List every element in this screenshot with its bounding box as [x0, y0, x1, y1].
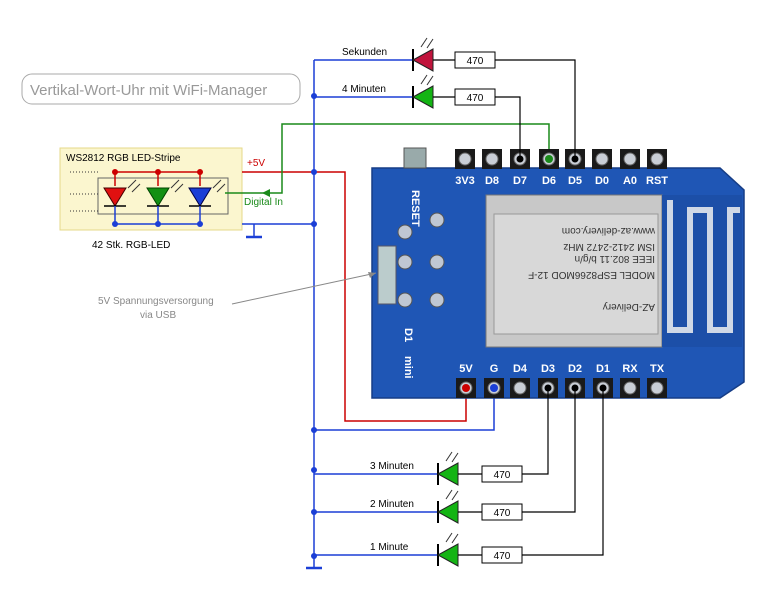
pin-label: D0 — [595, 175, 609, 187]
pin-label: D1 — [596, 363, 610, 375]
pin-label: D6 — [542, 175, 556, 187]
pin-rx: RX — [620, 363, 640, 398]
diode-symbol — [411, 85, 434, 109]
led-label: 1 Minute — [370, 542, 409, 553]
module-line-5: AZ-Delivery — [603, 301, 655, 312]
pin-label: D8 — [485, 175, 499, 187]
resistor-value: 470 — [494, 508, 511, 519]
led-label: 4 Minuten — [342, 84, 386, 95]
module-text: www.az-delivery.com ISM 2412-2472 MHz IE… — [528, 225, 656, 312]
led-label: 3 Minuten — [370, 461, 414, 472]
led-3: 470 3 Minuten — [314, 384, 552, 486]
led-strip-label: WS2812 RGB LED-Stripe — [66, 153, 181, 164]
module-line-2: ISM 2412-2472 MHz — [563, 241, 655, 252]
diode-symbol — [436, 500, 459, 524]
pin-label: A0 — [623, 175, 637, 187]
module-line-4: MODEL ESP8266MOD 12-F — [528, 269, 655, 280]
pin-label: RX — [622, 363, 638, 375]
pin-label: 3V3 — [455, 175, 475, 187]
diode-symbol — [411, 48, 434, 72]
usb-note-line2: via USB — [140, 310, 176, 321]
pin-a0: A0 — [620, 149, 640, 187]
pin-label: G — [490, 363, 499, 375]
led-2: 470 4 Minuten — [314, 74, 524, 163]
usb-connector — [377, 245, 397, 305]
pin-label: D3 — [541, 363, 555, 375]
pin-label: D7 — [513, 175, 527, 187]
module-line-3: IEEE 802.11 b/g/n — [575, 253, 655, 264]
led-4: 470 2 Minuten — [314, 384, 579, 524]
led-1: 470 Sekunden — [314, 37, 579, 163]
wire-5v — [242, 171, 467, 422]
led-label: 2 Minuten — [370, 499, 414, 510]
pin-d4: D4 — [510, 363, 530, 398]
diode-symbol — [436, 543, 459, 567]
resistor-value: 470 — [494, 470, 511, 481]
module-line-1: www.az-delivery.com — [562, 225, 656, 236]
resistor-value: 470 — [467, 93, 484, 104]
digital-in-label: Digital In — [244, 197, 283, 208]
led-label: Sekunden — [342, 47, 387, 58]
pin-label: D5 — [568, 175, 582, 187]
pin-d0: D0 — [592, 149, 612, 187]
led-5: 470 1 Minute — [314, 384, 607, 567]
pin-label: 5V — [459, 363, 473, 375]
rgb-led-red — [103, 169, 127, 227]
resistor-value: 470 — [494, 551, 511, 562]
resistor-value: 470 — [467, 56, 484, 67]
pin-label: TX — [650, 363, 665, 375]
title-box — [21, 73, 301, 105]
pin-label: D2 — [568, 363, 582, 375]
diode-symbol — [436, 462, 459, 486]
board-name: D1 — [402, 328, 414, 342]
rgb-led-blue — [188, 169, 212, 227]
usb-note-line1: 5V Spannungsversorgung — [98, 296, 214, 307]
pin-rst: RST — [646, 149, 668, 187]
rgb-led-green — [146, 169, 170, 227]
plus5v-label: +5V — [247, 158, 265, 169]
wire-gnd — [314, 394, 495, 431]
wire-digital-in — [270, 123, 550, 194]
pin-d6: D6 — [539, 149, 559, 187]
page-title: Vertikal-Wort-Uhr mit WiFi-Manager — [30, 82, 267, 99]
pin-tx: TX — [647, 363, 667, 398]
led-strip-body — [97, 177, 229, 215]
pin-label: RST — [646, 175, 668, 187]
usb-note-pointer — [231, 272, 377, 305]
reset-label: RESET — [409, 190, 421, 227]
pin-d8: D8 — [482, 149, 502, 187]
board-name2: mini — [402, 356, 414, 379]
pin-label: D4 — [513, 363, 528, 375]
led-count-label: 42 Stk. RGB-LED — [92, 240, 170, 251]
pin-3v3: 3V3 — [455, 149, 475, 187]
top-pin-header: 3V3 D8 D7 D6 D5 D0 A0 RST — [455, 149, 668, 187]
d1-mini-board — [371, 147, 745, 399]
